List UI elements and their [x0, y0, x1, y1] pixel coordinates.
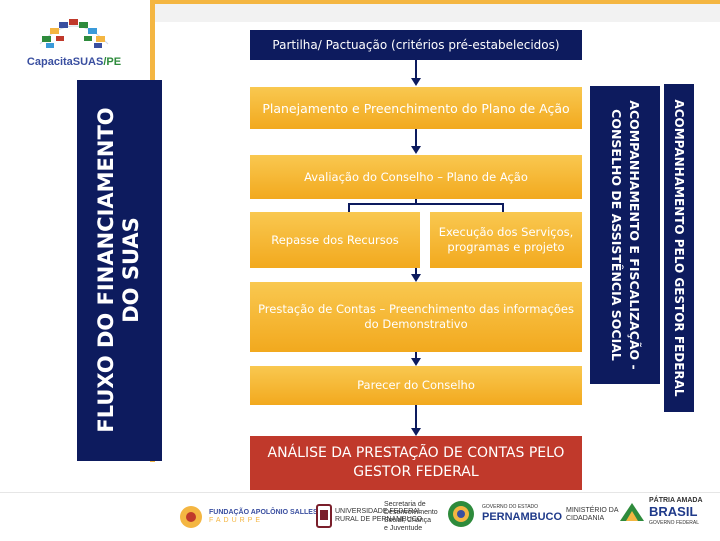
arrow-down-icon — [411, 146, 421, 154]
ufrpe-line1: UNIVERSIDADE FEDERAL — [335, 508, 422, 515]
connector-line — [348, 203, 350, 212]
secretaria-line2: Desenvolvimento — [384, 509, 438, 516]
partilha-box: Partilha/ Pactuação (critérios pré-estab… — [250, 30, 582, 60]
execucao-box: Execução dos Serviços, programas e proje… — [430, 212, 582, 268]
patria-amada-label: PÁTRIA AMADA — [649, 497, 703, 504]
fundacao-sun-icon — [180, 506, 202, 528]
federal-monitoring-panel: ACOMPANHAMENTO PELO GESTOR FEDERAL — [664, 84, 694, 412]
governo-label: GOVERNO DO ESTADO — [482, 504, 539, 510]
connector-line — [415, 129, 417, 147]
fadurpe-name: FADURPE — [209, 517, 264, 524]
secretaria-line1: Secretaria de — [384, 501, 426, 508]
conselho-monitoring-panel: ACOMPANHAMENTO E FISCALIZAÇÃO - CONSELHO… — [590, 86, 660, 384]
connector-line — [415, 405, 417, 428]
top-band — [155, 0, 720, 22]
page-title: FLUXO DO FINANCIAMENTO DO SUAS — [94, 107, 143, 433]
governo-federal-label: GOVERNO FEDERAL — [649, 520, 700, 526]
arrow-down-icon — [411, 358, 421, 366]
planejamento-box: Planejamento e Preenchimento do Plano de… — [250, 87, 582, 129]
arrow-down-icon — [411, 274, 421, 282]
connector-line — [415, 60, 417, 79]
secretaria-line4: e Juventude — [384, 525, 423, 532]
pernambuco-label: PERNAMBUCO — [482, 511, 563, 523]
top-accent-strip — [155, 0, 720, 4]
connector-line — [502, 203, 504, 212]
prestacao-box: Prestação de Contas – Preenchimento das … — [250, 282, 582, 352]
cidadania-line2: CIDADANIA — [566, 515, 605, 522]
brasil-flag-icon — [620, 503, 644, 521]
analise-box: ANÁLISE DA PRESTAÇÃO DE CONTAS PELO GEST… — [250, 436, 582, 490]
pernambuco-seal — [446, 499, 476, 529]
brasil-label: BRASIL — [649, 504, 698, 519]
logo-main: SUAS — [72, 56, 104, 68]
flags-icon — [39, 19, 109, 48]
ufrpe-line2: RURAL DE PERNAMBUCO — [335, 516, 423, 523]
state-seal-icon — [448, 501, 474, 527]
arrow-down-icon — [411, 78, 421, 86]
title-panel: FLUXO DO FINANCIAMENTO DO SUAS — [77, 80, 162, 461]
logo-prefix: Capacita — [26, 56, 73, 68]
repasse-box: Repasse dos Recursos — [250, 212, 420, 268]
connector-line — [415, 352, 417, 358]
connector-line — [415, 268, 417, 274]
federal-monitoring-label: ACOMPANHAMENTO PELO GESTOR FEDERAL — [672, 99, 686, 397]
connector-branch — [348, 203, 504, 205]
capacita-suas-logo: CapacitaSUAS/PE — [18, 10, 130, 74]
conselho-monitoring-label: ACOMPANHAMENTO E FISCALIZAÇÃO - CONSELHO… — [609, 100, 642, 370]
secretaria-line3: Social, Criança — [384, 517, 432, 524]
logo-pe: /PE — [103, 56, 122, 68]
connector-line — [415, 199, 417, 204]
arrow-down-icon — [411, 428, 421, 436]
avaliacao-box: Avaliação do Conselho – Plano de Ação — [250, 155, 582, 199]
ufrpe-crest-icon — [316, 504, 332, 528]
parecer-box: Parecer do Conselho — [250, 366, 582, 405]
cidadania-line1: MINISTÉRIO DA — [566, 507, 619, 514]
fundacao-name: FUNDAÇÃO APOLÔNIO SALLES — [209, 509, 318, 516]
logo-text: CapacitaSUAS/PE — [18, 56, 130, 68]
